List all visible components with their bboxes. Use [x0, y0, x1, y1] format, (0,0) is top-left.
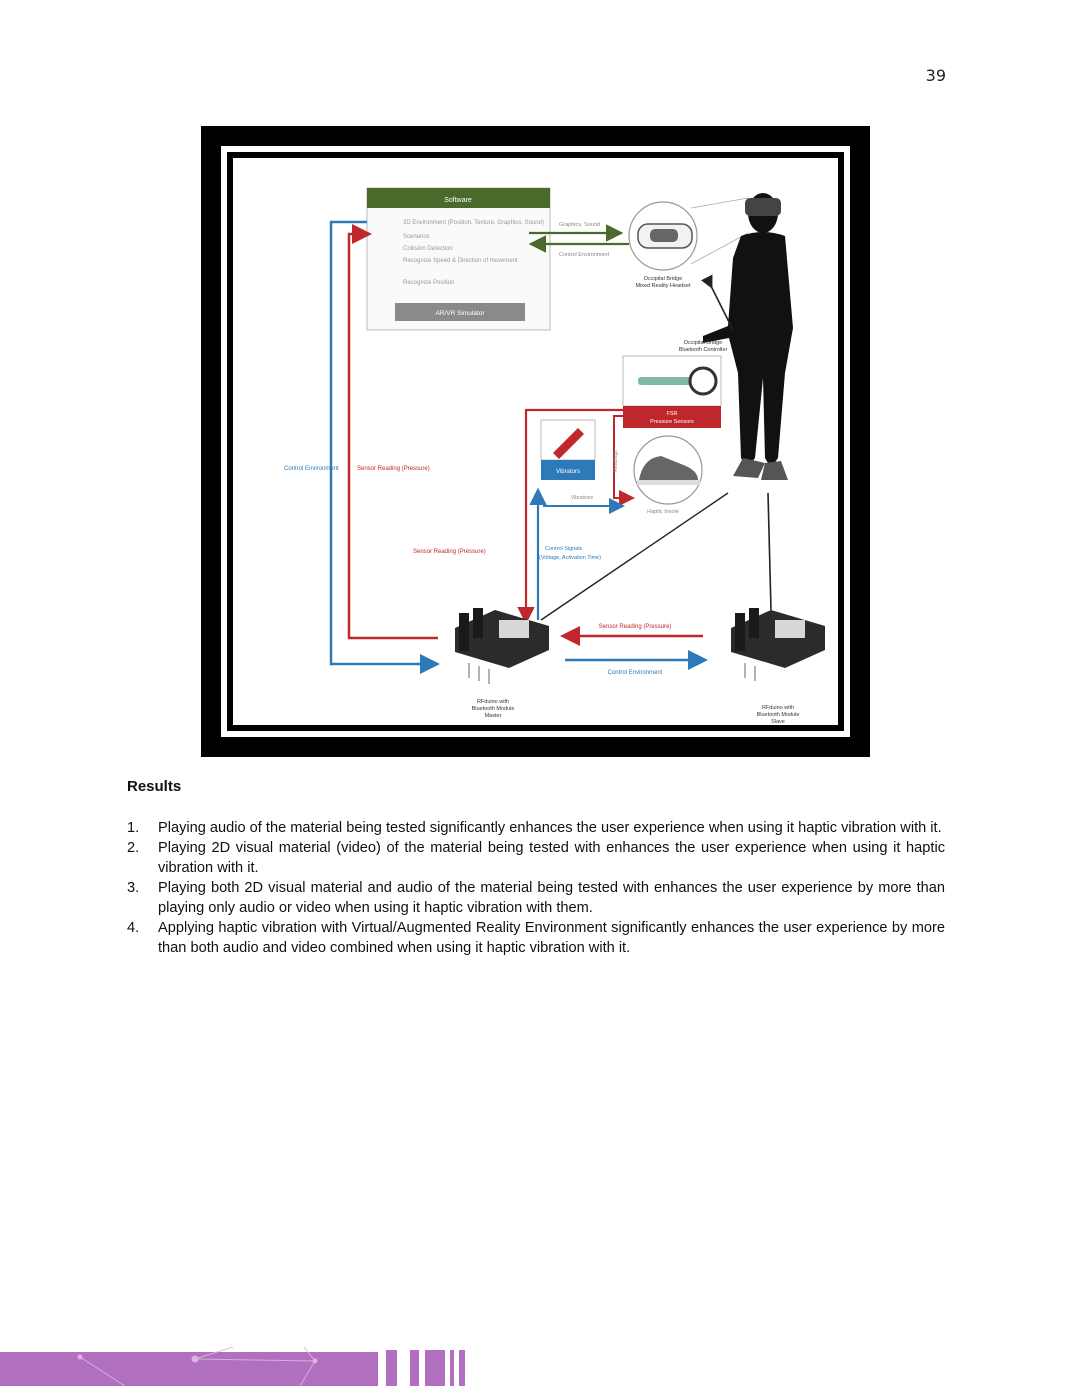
master-label: RFduino with: [477, 699, 509, 705]
list-text: Playing audio of the material being test…: [158, 820, 942, 836]
footer-decoration: [0, 1347, 1071, 1386]
page-number: 39: [900, 66, 946, 85]
list-number: 4.: [127, 918, 139, 938]
fsr-sensor-box: FSR Pressure Sensors: [623, 356, 721, 428]
sensor-reading-label: Sensor Reading (Pressure): [357, 466, 430, 472]
software-title: Software: [444, 197, 472, 204]
list-item: 1. Playing audio of the material being te…: [127, 818, 945, 838]
slave-label: Slave: [771, 719, 785, 725]
list-number: 2.: [127, 838, 139, 858]
master-label: Bluetooth Module: [472, 706, 515, 712]
list-number: 1.: [127, 818, 139, 838]
list-item: 3. Playing both 2D visual material and au…: [127, 878, 945, 918]
controller-label: Occipital Bridge: [684, 340, 723, 346]
list-text: Playing 2D visual material (video) of th…: [158, 840, 945, 876]
results-list: 1. Playing audio of the material being te…: [127, 818, 945, 958]
readings-label: Readings: [613, 450, 619, 472]
graphics-sound-label: Graphics, Sound: [559, 222, 600, 228]
control-environment-label: Control Environment: [284, 466, 339, 472]
slave-label: Bluetooth Module: [757, 712, 800, 718]
haptic-insole-label: Haptic Insole: [647, 509, 679, 515]
sensor-reading-label: Sensor Reading (Pressure): [413, 549, 486, 555]
simulator-label: AR/VR Simulator: [435, 310, 485, 317]
rfduino-master-icon: [455, 608, 549, 684]
control-signals-label: (Voltage, Activation Time): [539, 555, 601, 561]
diagram-svg: Software 3D Environment (Position, Textu…: [233, 158, 838, 725]
vibrators-label: Vibrators: [556, 469, 580, 475]
person-silhouette-icon: [703, 193, 793, 480]
software-item: Scenarios: [403, 234, 430, 240]
software-box: Software 3D Environment (Position, Textu…: [367, 188, 550, 330]
list-item: 4. Applying haptic vibration with Virtual…: [127, 918, 945, 958]
control-environment-label: Control Environment: [559, 252, 610, 258]
rfduino-slave-icon: [731, 608, 825, 681]
fsr-label: Pressure Sensors: [650, 419, 694, 425]
results-heading: Results: [127, 778, 181, 795]
software-item: Collision Detection: [403, 246, 453, 252]
headset-label: Occipital Bridge: [644, 276, 683, 282]
fsr-label: FSR: [667, 411, 678, 417]
list-text: Applying haptic vibration with Virtual/A…: [158, 920, 945, 956]
footer-graphic: [0, 1347, 1071, 1386]
vibrations-label: Vibrations: [571, 495, 594, 501]
shoe-icon: [634, 436, 702, 504]
software-item: Recognize Speed & Direction of movement: [403, 258, 518, 264]
slave-label: RFduino with: [762, 705, 794, 711]
list-text: Playing both 2D visual material and audi…: [158, 880, 945, 916]
sensor-reading-label: Sensor Reading (Pressure): [599, 624, 672, 630]
control-environment-label: Control Environment: [608, 670, 663, 676]
headset-label: Mixed Reality Headset: [635, 283, 690, 289]
headset-icon: [629, 198, 748, 270]
diagram-canvas: Software 3D Environment (Position, Textu…: [233, 158, 838, 725]
software-item: Recognize Position: [403, 280, 454, 286]
control-signals-label: Control Signals: [545, 546, 583, 552]
list-number: 3.: [127, 878, 139, 898]
list-item: 2. Playing 2D visual material (video) of…: [127, 838, 945, 878]
vibrator-box: Vibrators: [541, 420, 595, 480]
controller-label: Bluetooth Controller: [679, 347, 728, 353]
software-item: 3D Environment (Position, Texture, Graph…: [403, 220, 544, 226]
system-diagram-figure: Software 3D Environment (Position, Textu…: [201, 126, 870, 757]
master-label: Master: [485, 713, 502, 719]
